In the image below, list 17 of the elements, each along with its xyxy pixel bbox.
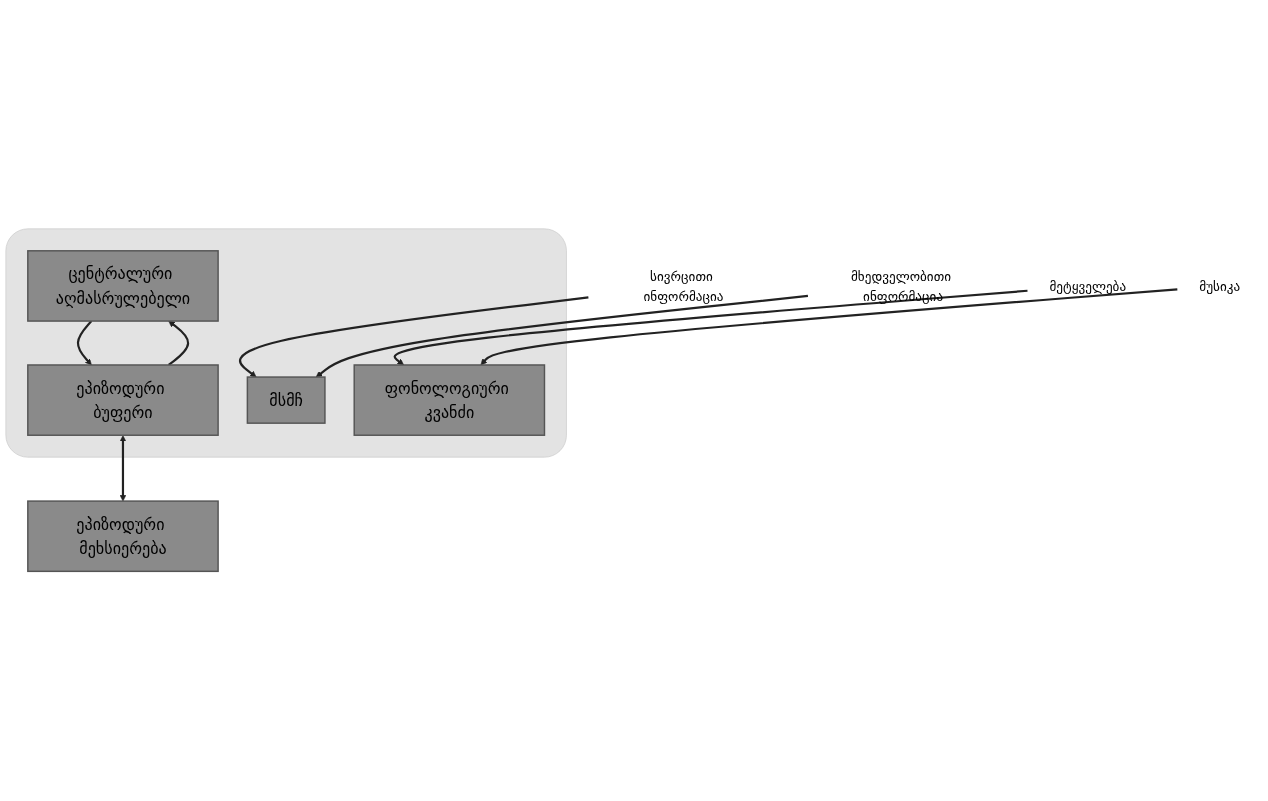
arrow: [480, 288, 1178, 366]
arrow: [168, 321, 190, 367]
node-box: ეპიზოდური მეხსიერება: [27, 500, 219, 573]
node-text: მეტყველება: [1049, 278, 1127, 295]
node-text: მხედველობითი ინფორმაცია: [850, 268, 952, 304]
arrow: [315, 295, 809, 378]
node-box: ფონოლოგიური კვანძი: [353, 364, 546, 437]
node-text: სივრცითი ინფორმაცია: [643, 268, 724, 304]
node-box: ცენტრალური აღმასრულებელი: [27, 250, 219, 323]
cluster: [5, 228, 567, 458]
arrow: [239, 296, 589, 378]
node-text: მუსიკა: [1199, 278, 1241, 295]
arrow: [119, 435, 127, 502]
arrow: [394, 290, 1028, 366]
node-box: მსმჩ: [246, 376, 326, 425]
arrow: [76, 320, 93, 366]
node-box: ეპიზოდური ბუფერი: [27, 364, 219, 437]
